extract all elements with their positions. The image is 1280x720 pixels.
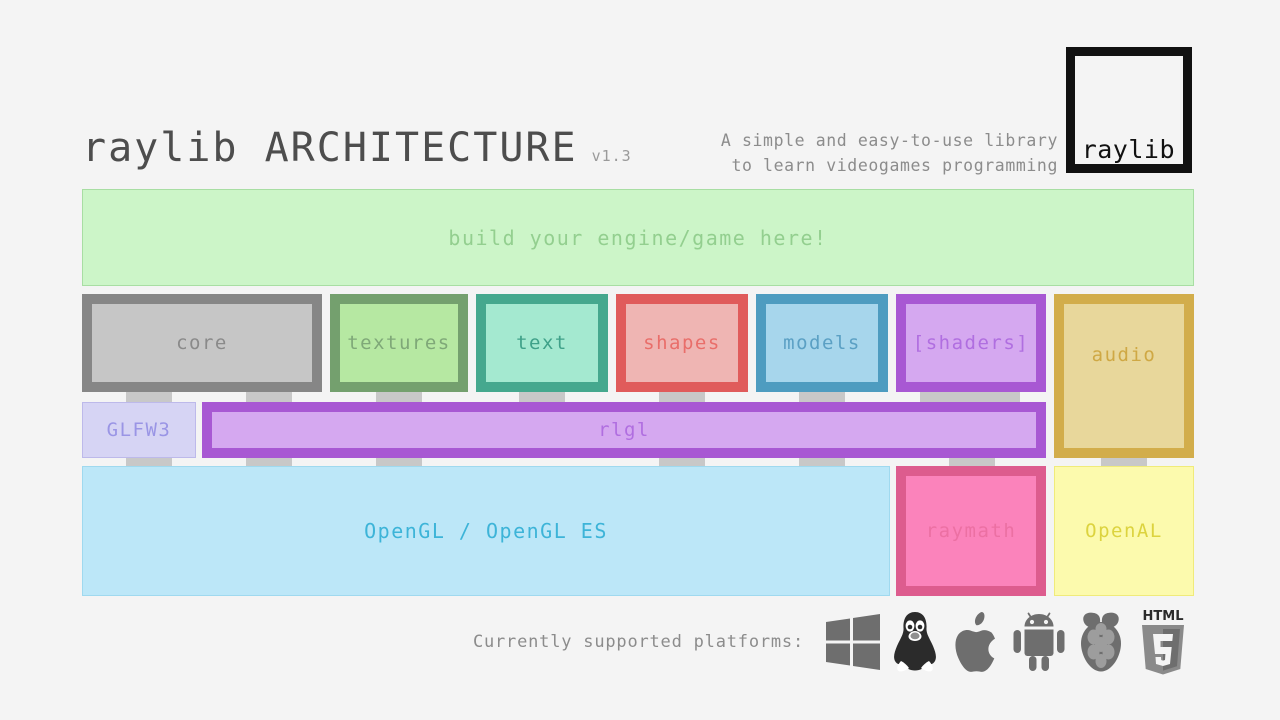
- connector-tab-shapes: [659, 392, 705, 402]
- module-opengl-label: OpenGL / OpenGL ES: [364, 519, 608, 543]
- connector-tab-core-left: [126, 392, 172, 402]
- module-raymath-label: raymath: [925, 520, 1017, 542]
- page-title: raylib ARCHITECTURE v1.3: [82, 128, 632, 168]
- linux-tux-icon: [884, 606, 946, 678]
- android-icon: [1008, 606, 1070, 678]
- connector-tab-rlgl-4: [799, 458, 845, 468]
- module-core[interactable]: core: [82, 294, 322, 392]
- module-raymath[interactable]: raymath: [896, 466, 1046, 596]
- tagline-line-2: to learn videogames programming: [731, 156, 1058, 175]
- connector-tab-glfw3-bottom: [126, 458, 172, 468]
- connector-tab-rlgl-3: [659, 458, 705, 468]
- html5-icon: HTML: [1132, 606, 1194, 678]
- module-shaders[interactable]: [shaders]: [896, 294, 1046, 392]
- supported-platforms: Currently supported platforms:: [82, 604, 1194, 680]
- module-text[interactable]: text: [476, 294, 608, 392]
- tagline-line-1: A simple and easy-to-use library: [720, 131, 1058, 150]
- module-core-label: core: [176, 332, 228, 354]
- module-textures[interactable]: textures: [330, 294, 468, 392]
- module-rlgl[interactable]: rlgl: [202, 402, 1046, 458]
- module-shaders-label: [shaders]: [912, 332, 1030, 354]
- windows-icon: [822, 606, 884, 678]
- tagline: A simple and easy-to-use library to lear…: [721, 128, 1058, 178]
- module-audio-label: audio: [1091, 344, 1157, 366]
- module-models-label: models: [783, 332, 861, 354]
- connector-tab-models: [799, 392, 845, 402]
- connector-tab-audio-bottom: [1101, 458, 1147, 468]
- platforms-label: Currently supported platforms:: [472, 632, 804, 652]
- module-audio[interactable]: audio: [1054, 294, 1194, 458]
- module-opengl[interactable]: OpenGL / OpenGL ES: [82, 466, 890, 596]
- apple-icon: [946, 606, 1008, 678]
- title-text: raylib ARCHITECTURE: [82, 125, 578, 171]
- connector-tab-rlgl-5: [949, 458, 995, 468]
- connector-tab-rlgl-2: [376, 458, 422, 468]
- module-textures-label: textures: [347, 332, 451, 354]
- svg-text:HTML: HTML: [1143, 609, 1184, 624]
- module-openal[interactable]: OpenAL: [1054, 466, 1194, 596]
- version-label: v1.3: [591, 147, 632, 165]
- build-your-engine-banner: build your engine/game here!: [82, 189, 1194, 286]
- module-openal-label: OpenAL: [1085, 520, 1163, 542]
- connector-tab-rlgl-1: [246, 458, 292, 468]
- module-shapes-label: shapes: [643, 332, 721, 354]
- connector-tab-core-right: [246, 392, 292, 402]
- raylib-logo: raylib: [1066, 47, 1192, 173]
- module-glfw3[interactable]: GLFW3: [82, 402, 196, 458]
- connector-tab-shaders: [920, 392, 1020, 402]
- module-glfw3-label: GLFW3: [106, 419, 172, 441]
- raspberry-pi-icon: [1070, 606, 1132, 678]
- connector-tab-textures: [376, 392, 422, 402]
- module-rlgl-label: rlgl: [598, 419, 650, 441]
- logo-text: raylib: [1081, 135, 1175, 164]
- module-text-label: text: [516, 332, 568, 354]
- module-models[interactable]: models: [756, 294, 888, 392]
- connector-tab-text: [519, 392, 565, 402]
- banner-label: build your engine/game here!: [448, 225, 828, 250]
- module-shapes[interactable]: shapes: [616, 294, 748, 392]
